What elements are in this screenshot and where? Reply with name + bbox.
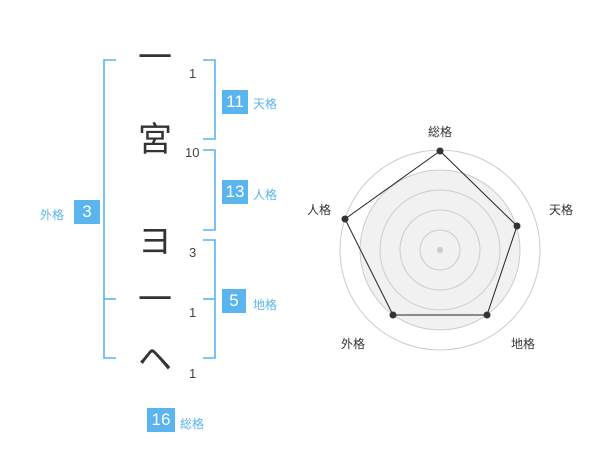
tenkaku-bracket [203, 59, 216, 140]
chikaku-label: 地格 [253, 298, 278, 312]
name-char-4: 一 [138, 280, 172, 320]
name-char-2: 宮 [138, 120, 172, 160]
radar-label-bottom-left: 外格 [341, 337, 366, 351]
gaikaku-badge: 3 [74, 200, 100, 224]
name-char-5: ヘ [138, 340, 172, 380]
radar-center-dot [437, 247, 443, 253]
name-char-3: ヨ [138, 222, 172, 262]
stroke-count-5: 1 [189, 366, 197, 381]
radar-point-chikaku [483, 311, 491, 319]
radar-point-soukaku [436, 147, 444, 155]
radar-point-gaikaku [389, 311, 397, 319]
tenkaku-badge: 11 [222, 90, 248, 114]
name-char-1: 一 [138, 38, 172, 78]
radar-ring-3 [379, 189, 501, 311]
gaikaku-bracket [103, 59, 116, 359]
gaikaku-label: 外格 [40, 208, 65, 222]
radar-shape [344, 150, 518, 316]
soukaku-badge: 16 [147, 408, 175, 432]
radar-label-bottom-right: 地格 [511, 337, 536, 351]
stroke-count-2: 10 [185, 145, 200, 160]
stroke-count-3: 3 [189, 245, 197, 260]
chikaku-badge: 5 [222, 289, 246, 313]
stroke-count-1: 1 [189, 66, 197, 81]
radar-ring-2 [399, 209, 481, 291]
radar-label-left: 人格 [307, 203, 332, 217]
radar-point-tenkaku [513, 222, 521, 230]
radar-point-jinkaku [341, 215, 349, 223]
radar-label-right: 天格 [549, 203, 574, 217]
stroke-count-4: 1 [189, 305, 197, 320]
tenkaku-label: 天格 [253, 97, 278, 111]
jinkaku-badge: 13 [222, 180, 248, 204]
soukaku-label: 総格 [180, 417, 205, 431]
radar-ring-1 [419, 229, 461, 271]
jinkaku-label: 人格 [253, 188, 278, 202]
jinkaku-bracket [203, 149, 216, 231]
radar-label-top: 総格 [428, 125, 453, 139]
